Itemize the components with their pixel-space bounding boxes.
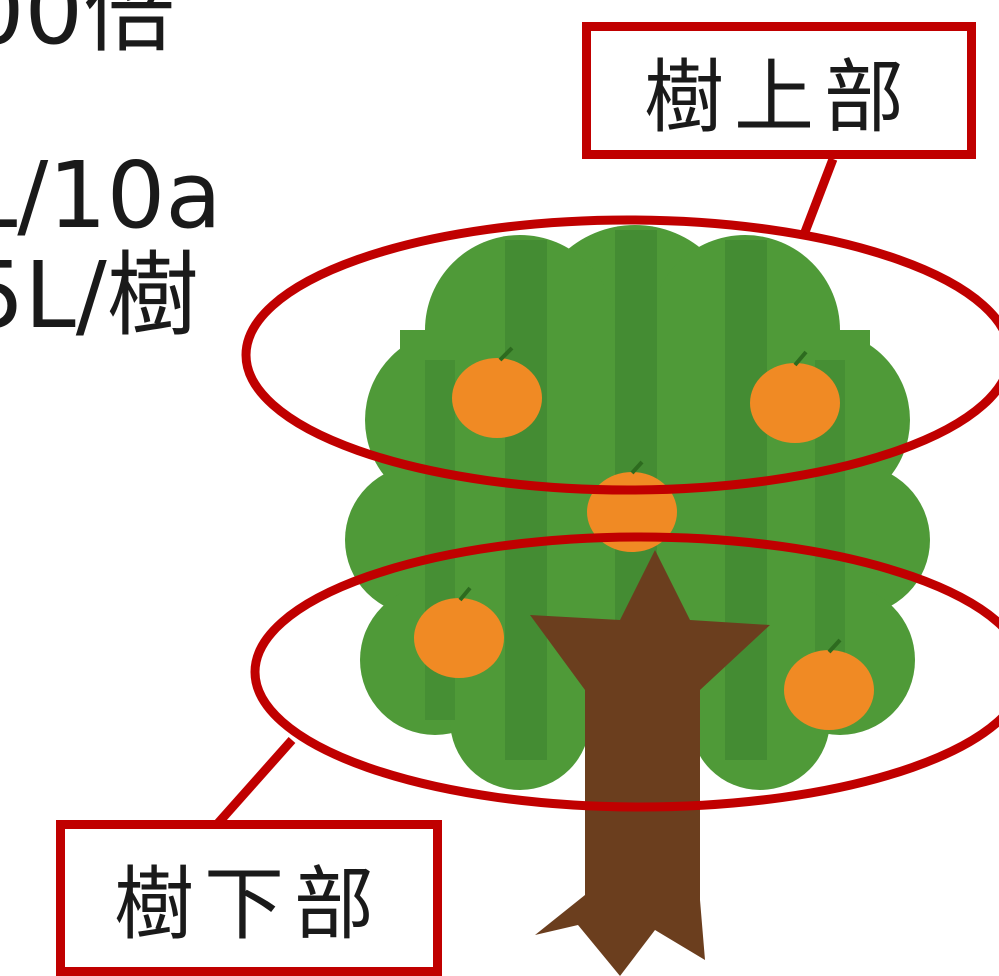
lower-tree-label: 樹下部: [56, 820, 442, 976]
upper-canopy-ellipse: [241, 215, 999, 495]
top-connector-line: [800, 157, 838, 234]
volume-per-tree-text: 5L/樹: [0, 242, 199, 349]
volume-per-area-text: L/10a: [0, 142, 222, 249]
orange-fruit-1: [452, 346, 542, 438]
orange-fruit-4: [414, 586, 504, 678]
upper-tree-label: 樹上部: [582, 22, 976, 159]
dilution-text: 00倍: [0, 0, 176, 65]
bottom-connector-line: [208, 737, 296, 833]
tree-trunk: [530, 550, 770, 976]
orange-fruit-2: [750, 350, 840, 443]
lower-canopy-ellipse: [250, 532, 999, 812]
orange-fruit-5: [784, 638, 874, 730]
